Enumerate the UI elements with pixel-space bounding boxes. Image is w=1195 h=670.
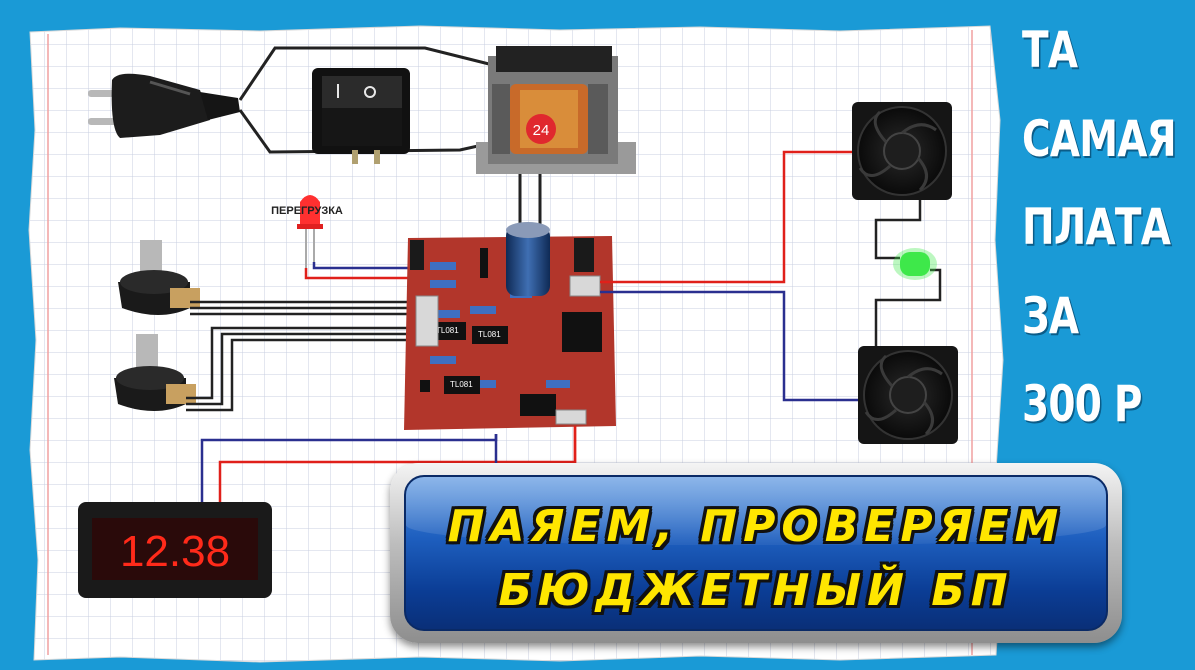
pot-wiring bbox=[186, 300, 415, 412]
voltmeter-reading: 12.38 bbox=[120, 527, 230, 576]
banner-line-2: БЮДЖЕТНЫЙ БП bbox=[498, 565, 1014, 616]
ic-chip-1 bbox=[430, 322, 466, 340]
side-title: ТА САМАЯ ПЛАТА ЗА 300 Р bbox=[1022, 6, 1192, 449]
power-plug bbox=[88, 73, 240, 138]
ic-label-3: TL081 bbox=[450, 380, 473, 389]
regulator-ic bbox=[562, 312, 602, 352]
side-title-line-5: 300 Р bbox=[1022, 375, 1142, 433]
title-banner: ПАЯЕМ, ПРОВЕРЯЕМ БЮДЖЕТНЫЙ БП bbox=[390, 463, 1122, 643]
side-title-line-4: ЗА bbox=[1022, 286, 1079, 345]
ic-label-2: TL081 bbox=[478, 330, 501, 339]
overload-led bbox=[297, 195, 323, 270]
cooling-fan-top bbox=[852, 102, 952, 200]
electrolytic-capacitor bbox=[506, 226, 550, 296]
cooling-fan-bottom bbox=[858, 346, 958, 444]
ic-chip-3 bbox=[444, 376, 480, 394]
side-title-line-1: ТА bbox=[1022, 21, 1078, 79]
side-title-line-3: ПЛАТА bbox=[1022, 198, 1171, 256]
side-title-line-2: САМАЯ bbox=[1022, 109, 1177, 168]
rocker-switch bbox=[312, 68, 410, 164]
transformer-badge: 24 bbox=[533, 122, 550, 139]
title-banner-panel: ПАЯЕМ, ПРОВЕРЯЕМ БЮДЖЕТНЫЙ БП bbox=[404, 475, 1108, 631]
green-led bbox=[893, 248, 937, 280]
transformer: 24 bbox=[476, 46, 636, 174]
ic-chip-2 bbox=[472, 326, 508, 344]
ic-label-1: TL081 bbox=[436, 326, 459, 335]
transistor bbox=[520, 394, 556, 416]
pcb-board: TL081 TL081 TL081 bbox=[404, 222, 616, 430]
banner-line-1: ПАЯЕМ, ПРОВЕРЯЕМ bbox=[447, 501, 1065, 552]
potentiometer-top bbox=[118, 240, 200, 315]
overload-led-label: ПЕРЕГРУЗКА bbox=[271, 205, 343, 217]
voltmeter-display: 12.38 bbox=[78, 502, 272, 598]
